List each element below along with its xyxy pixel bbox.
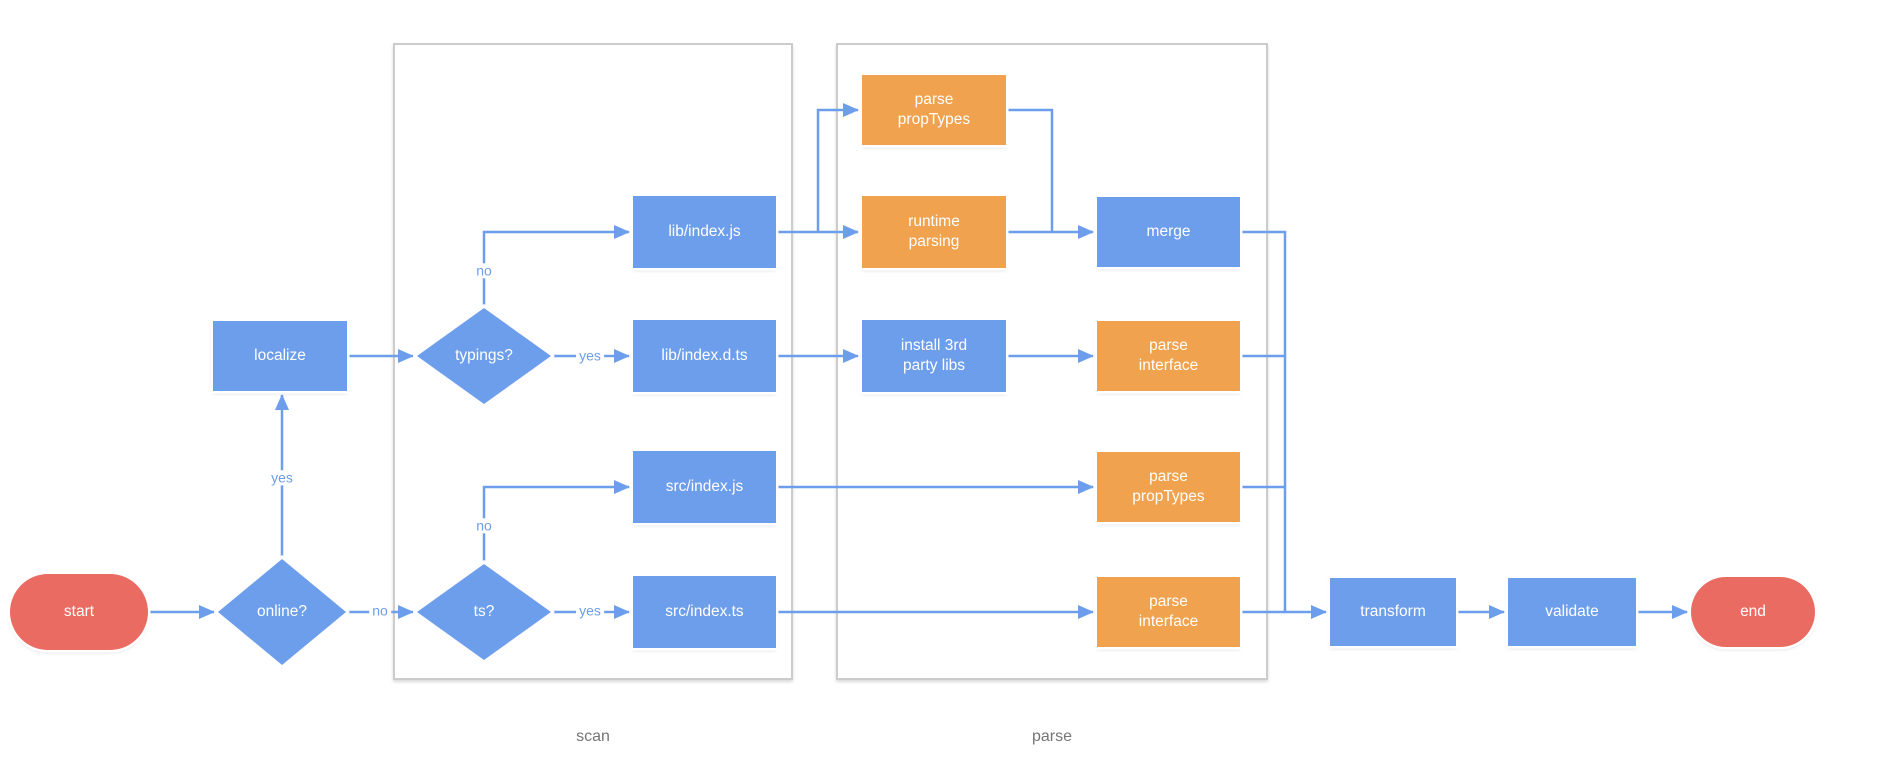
node-parse-proptypes-src: parse propTypes [1097,452,1240,522]
node-parse-proptypes-lib: parse propTypes [862,75,1006,145]
node-parse-interface-src-label: parse interface [1138,592,1199,630]
node-install-libs: install 3rd party libs [862,320,1006,392]
node-transform-label: transform [1360,602,1426,620]
node-typings-label: typings? [455,346,513,364]
edge-label-typings-yes: yes [576,347,604,364]
node-src-index-ts-label: src/index.ts [665,602,744,620]
node-lib-index-dts-label: lib/index.d.ts [661,346,748,364]
node-parse-interface-lib-label: parse interface [1138,336,1199,374]
node-runtime-parsing-label: runtime parsing [908,212,960,250]
node-parse-interface-src: parse interface [1097,577,1240,647]
node-parse-proptypes-lib-label: parse propTypes [897,90,971,128]
edge-label-online-yes: yes [268,469,296,486]
edge-label-typings-no: no [473,262,495,279]
node-lib-index-dts: lib/index.d.ts [633,320,776,392]
node-lib-index-js-label: lib/index.js [668,222,741,240]
node-src-index-js: src/index.js [633,451,776,523]
node-online-label: online? [257,602,307,620]
node-online-decision: online? [214,555,350,669]
node-start-label: start [63,602,95,620]
scan-container-label: scan [576,728,610,745]
node-transform: transform [1330,578,1456,646]
node-typings-decision: typings? [413,304,555,408]
edge-merge-collector-transform [1240,230,1327,619]
node-localize-label: localize [254,346,306,364]
node-src-index-js-label: src/index.js [665,477,744,495]
node-merge-label: merge [1146,222,1191,240]
edge-label-online-no: no [369,602,391,619]
parse-container-label: parse [1031,728,1073,745]
node-install-libs-label: install 3rd party libs [900,336,968,374]
node-parse-proptypes-src-label: parse propTypes [1132,467,1205,505]
edge-label-ts-yes: yes [576,602,604,619]
node-end-label: end [1740,602,1766,620]
node-src-index-ts: src/index.ts [633,576,776,648]
node-ts-label: ts? [473,602,495,620]
node-validate-label: validate [1545,602,1599,620]
node-merge: merge [1097,197,1240,267]
node-localize: localize [213,321,347,391]
edge-libindexjs-parseproptypes [816,103,859,232]
node-end: end [1691,577,1815,647]
node-ts-decision: ts? [413,560,555,664]
edge-ts-no-srcindexjs [482,480,630,564]
node-parse-interface-lib: parse interface [1097,321,1240,391]
edge-label-ts-no: no [473,517,495,534]
edge-typings-no-libindexjs [482,225,630,308]
node-runtime-parsing: runtime parsing [862,196,1006,268]
node-start: start [10,574,148,650]
node-validate: validate [1508,578,1636,646]
node-lib-index-js: lib/index.js [633,196,776,268]
edge-parseproptypes-join [1006,108,1054,231]
